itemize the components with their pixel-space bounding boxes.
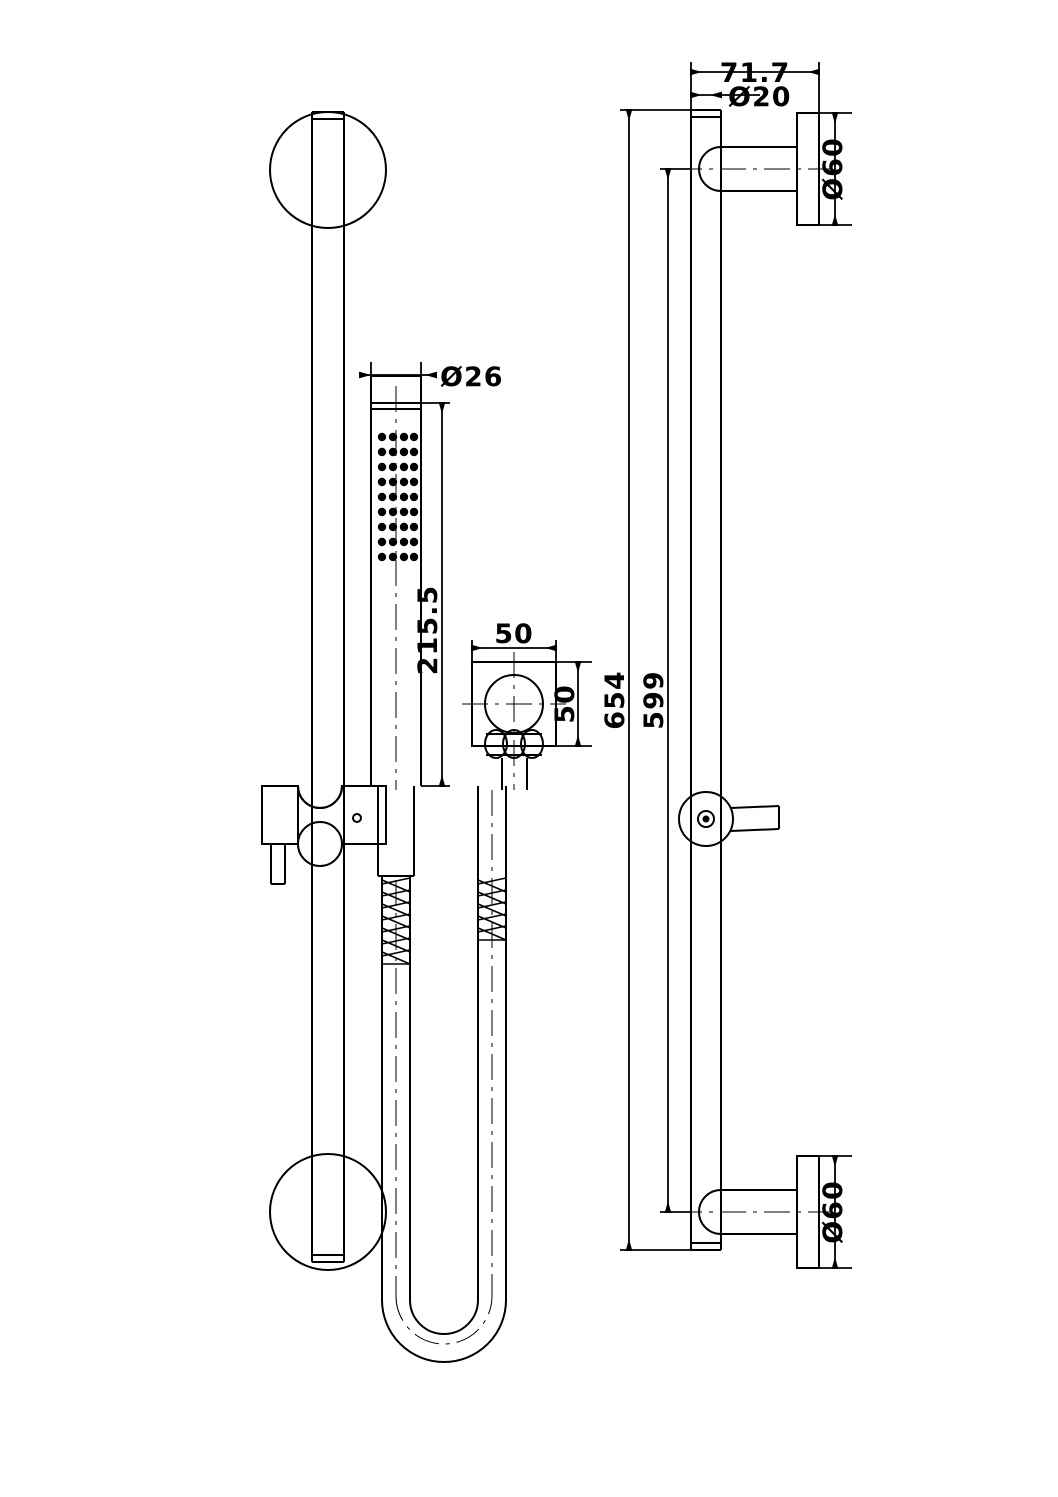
slider-clamp-screw bbox=[697, 810, 715, 828]
dim-label-d20: Ø20 bbox=[728, 82, 792, 113]
outlet-elbow-detail-group bbox=[462, 652, 566, 790]
slider-bracket-front bbox=[261, 785, 387, 885]
bottom-wall-flange-front bbox=[269, 1153, 387, 1271]
vertical-slide-rail-front bbox=[311, 111, 345, 1263]
dim-label-d60-bottom: Ø60 bbox=[818, 1180, 849, 1244]
dim-71-7 bbox=[690, 62, 820, 118]
flexible-hose-front bbox=[381, 786, 507, 1363]
dim-label-d26: Ø26 bbox=[440, 362, 504, 393]
dimension-annotations bbox=[359, 62, 852, 1269]
spray-face-perforations bbox=[377, 432, 419, 562]
dim-label-50-height: 50 bbox=[550, 684, 581, 724]
dim-label-d60-top: Ø60 bbox=[818, 137, 849, 201]
front-view-group bbox=[261, 111, 507, 1363]
dim-d60-bottom bbox=[819, 1155, 852, 1269]
dim-label-599: 599 bbox=[639, 670, 670, 729]
top-wall-bracket-side bbox=[676, 112, 830, 226]
vertical-slide-rail-side bbox=[690, 109, 722, 1251]
dim-215-5 bbox=[421, 402, 450, 787]
dim-d60-top bbox=[819, 112, 852, 226]
bottom-wall-bracket-side bbox=[676, 1155, 830, 1269]
dim-654 bbox=[620, 109, 691, 1251]
dim-599 bbox=[660, 168, 691, 1213]
hand-shower-front bbox=[370, 375, 422, 877]
slider-bracket-hole bbox=[352, 813, 362, 823]
side-view-group bbox=[676, 109, 830, 1269]
dim-50-height bbox=[556, 661, 592, 747]
dim-50-width bbox=[471, 640, 557, 664]
slider-hub-side bbox=[678, 791, 780, 847]
top-wall-flange-front bbox=[269, 111, 387, 229]
slider-lever-handle bbox=[270, 844, 286, 885]
slider-lever-side bbox=[730, 805, 780, 832]
dim-label-71-7: 71.7 bbox=[720, 58, 791, 89]
dim-label-215-5: 215.5 bbox=[413, 585, 444, 675]
hose-stub bbox=[501, 758, 528, 790]
dim-label-50-width: 50 bbox=[494, 619, 534, 650]
dim-d26 bbox=[359, 362, 437, 404]
dim-label-654: 654 bbox=[600, 670, 631, 729]
